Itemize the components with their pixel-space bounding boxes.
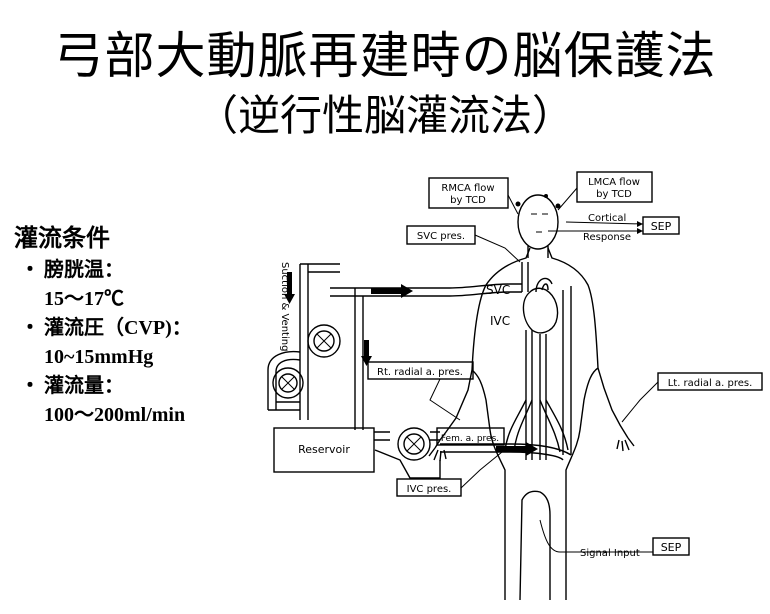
- flow-arrow-femoral: [496, 446, 526, 452]
- reservoir-outflow: [374, 449, 441, 479]
- right-hand: [428, 447, 447, 462]
- condition-label: 灌流圧（CVP)：: [44, 317, 192, 339]
- leader-lines: [429, 187, 659, 553]
- fem-pres-box: [436, 427, 505, 446]
- bullet: ・: [20, 259, 40, 281]
- conditions-heading: 灌流条件: [14, 224, 110, 252]
- right-arm-line: [562, 286, 572, 455]
- flow-arrow-suction: [287, 272, 292, 294]
- condition-item: ・灌流量：: [14, 372, 244, 401]
- lt-radial-box: [657, 372, 763, 391]
- pump-upper: [307, 324, 341, 358]
- condition-item: ・灌流圧（CVP)：: [14, 314, 244, 343]
- left-hand: [616, 437, 635, 452]
- sep-bottom-box: [652, 537, 690, 556]
- bullet: ・: [20, 317, 40, 339]
- rt-radial-box: [367, 361, 474, 380]
- bullet: ・: [20, 375, 40, 397]
- body-outline: [434, 247, 629, 601]
- pump-lower: [397, 427, 431, 461]
- lt-radial-label: Lt. radial a. pres.: [668, 378, 753, 389]
- ivc-pres-label: IVC pres.: [407, 484, 452, 495]
- sep-top-box: [642, 216, 680, 235]
- sep-bottom-label: SEP: [661, 541, 682, 554]
- condition-label: 膀胱温：: [44, 259, 124, 281]
- flow-arrow-top: [371, 288, 401, 294]
- lmca-box: [576, 171, 653, 203]
- reservoir-box: [273, 427, 375, 473]
- condition-value: 10~15mmHg: [44, 346, 154, 368]
- iliac-vessels: [504, 399, 569, 453]
- suction-venting-label: Suction & Venting: [279, 262, 290, 351]
- neck: [527, 246, 549, 258]
- head: [517, 194, 559, 250]
- ivc-vessel: [525, 330, 547, 460]
- condition-label: 灌流量：: [44, 375, 124, 397]
- venous-line: [354, 288, 364, 430]
- condition-value: 100～200ml/min: [44, 404, 186, 426]
- title-line-1: 弓部大動脈再建時の脳保護法: [53, 27, 717, 85]
- response-label: Response: [583, 232, 631, 243]
- arterial-return-line: [374, 431, 572, 461]
- heart: [522, 287, 559, 334]
- lmca-label-2: by TCD: [596, 189, 632, 200]
- svc-line: [330, 283, 522, 297]
- pump-middle: [272, 367, 304, 399]
- flow-arrow-venous: [364, 340, 369, 356]
- rmca-box: [428, 177, 509, 209]
- condition-item: ・膀胱温：: [14, 256, 244, 285]
- arrow-heads: [637, 221, 643, 234]
- rmca-label-1: RMCA flow: [441, 183, 494, 194]
- rt-radial-label: Rt. radial a. pres.: [377, 367, 463, 378]
- condition-value: 15～17℃: [44, 288, 124, 310]
- sep-top-label: SEP: [651, 220, 672, 233]
- svc-label: SVC: [486, 283, 510, 297]
- reservoir-label: Reservoir: [298, 443, 350, 456]
- signal-input-label: Signal Input: [580, 548, 640, 559]
- lmca-label-1: LMCA flow: [588, 177, 640, 188]
- fem-pres-label: Fem. a. pres.: [441, 434, 499, 444]
- ivc-label: IVC: [490, 314, 510, 328]
- title-line-2: （逆行性脳灌流法）: [195, 91, 574, 140]
- cortical-label: Cortical: [588, 213, 626, 224]
- rmca-label-2: by TCD: [450, 195, 486, 206]
- svc-pres-label: SVC pres.: [417, 231, 465, 242]
- aortic-arch: [535, 277, 553, 293]
- svc-vessel: [521, 262, 529, 292]
- perfusion-conditions: 灌流条件 ・膀胱温： 15～17℃ ・灌流圧（CVP)： 10~15mmHg ・…: [14, 222, 244, 430]
